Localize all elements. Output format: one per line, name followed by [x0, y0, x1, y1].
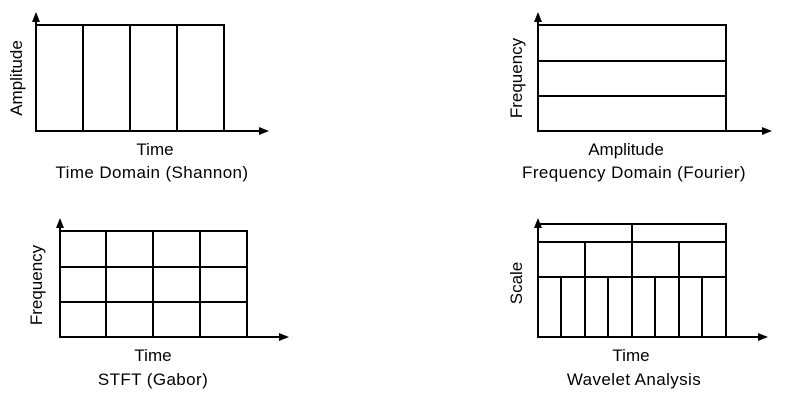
- y-axis-label: Amplitude: [7, 40, 26, 116]
- panel-caption: Time Domain (Shannon): [56, 163, 249, 182]
- x-axis-label: Time: [134, 346, 171, 365]
- panel-caption: Frequency Domain (Fourier): [522, 163, 746, 182]
- y-axis-label: Frequency: [507, 37, 526, 118]
- panel-wavelet: Scale Time Wavelet Analysis: [507, 218, 768, 389]
- panel-stft: Frequency Time STFT (Gabor): [27, 218, 289, 389]
- x-axis-label: Time: [612, 346, 649, 365]
- panel-frequency-domain: Frequency Amplitude Frequency Domain (Fo…: [507, 12, 772, 182]
- y-axis-label: Scale: [507, 262, 526, 305]
- panel-caption: Wavelet Analysis: [567, 370, 701, 389]
- x-axis-label: Time: [136, 140, 173, 159]
- tiling-box: [537, 24, 727, 132]
- panel-time-domain: Amplitude Time Time Domain (Shannon): [7, 12, 269, 182]
- x-axis-label: Amplitude: [588, 140, 664, 159]
- panel-caption: STFT (Gabor): [98, 370, 208, 389]
- y-axis-label: Frequency: [27, 244, 46, 325]
